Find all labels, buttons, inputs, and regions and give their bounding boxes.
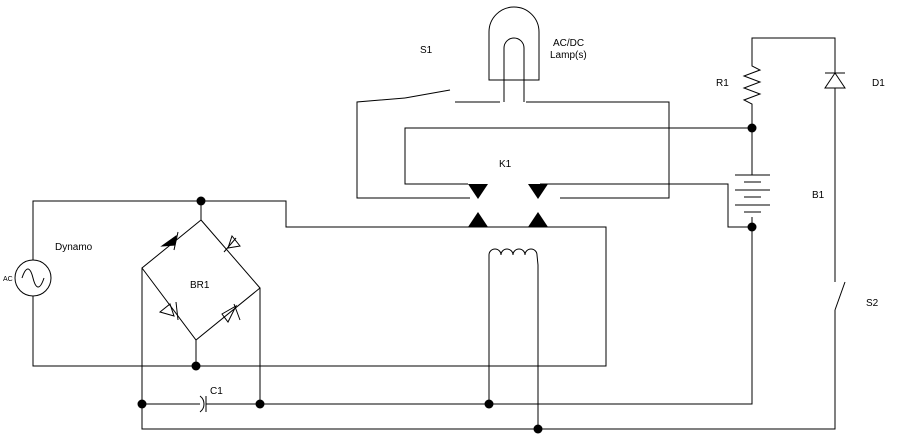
label-c1: C1 (210, 386, 223, 397)
label-s1: S1 (420, 45, 433, 56)
junction-coil-right (533, 424, 543, 434)
relay-contact-bottom-left (468, 212, 488, 227)
label-lamp-sub: Lamp(s) (550, 50, 587, 61)
label-dynamo: Dynamo (55, 242, 93, 253)
label-k1: K1 (499, 159, 512, 170)
label-ac: AC (3, 276, 13, 283)
label-b1: B1 (812, 190, 825, 201)
labels: S1 AC/DC Lamp(s) R1 D1 K1 B1 Dynamo AC B… (3, 38, 885, 397)
battery-b1 (735, 174, 770, 213)
lamp (488, 6, 540, 102)
junction-r1 (747, 123, 757, 133)
wire-top-right (751, 37, 836, 73)
wires (32, 37, 836, 430)
relay-k1 (468, 184, 548, 266)
label-br1: BR1 (190, 280, 210, 291)
label-r1: R1 (716, 78, 729, 89)
wire-b1-c1 (489, 227, 753, 405)
wire-bridge-left-lower (141, 404, 538, 430)
junction-c1-left (137, 399, 147, 409)
wire-battery-relay (540, 183, 752, 228)
junction-bridge-top (196, 196, 206, 206)
junctions (137, 123, 757, 434)
label-d1: D1 (872, 78, 885, 89)
bridge-rectifier-br1 (141, 219, 261, 341)
relay-coil (488, 248, 539, 266)
junction-bridge-bottom (191, 361, 201, 371)
resistor-r1 (742, 62, 762, 108)
switch-s2 (834, 276, 846, 314)
label-s2: S2 (866, 298, 879, 309)
junction-c1-right (255, 399, 265, 409)
relay-contact-bottom-right (528, 212, 548, 227)
wire-s1-left (356, 97, 470, 199)
wire-contact-loop (404, 127, 752, 185)
switch-s1 (404, 89, 500, 103)
wire-dynamo-top (32, 200, 607, 367)
junction-b1 (747, 222, 757, 232)
wire-lamp-right (526, 101, 670, 199)
label-lamp: AC/DC (553, 38, 584, 49)
junction-coil-left (484, 399, 494, 409)
wire-s2-bottom (538, 314, 836, 430)
relay-contact-top-right (528, 184, 548, 199)
capacitor-c1 (196, 395, 211, 413)
wire-dynamo-bottom (32, 296, 196, 367)
relay-contact-top-left (468, 184, 488, 199)
diode-d1 (824, 72, 846, 93)
dynamo (14, 259, 52, 297)
